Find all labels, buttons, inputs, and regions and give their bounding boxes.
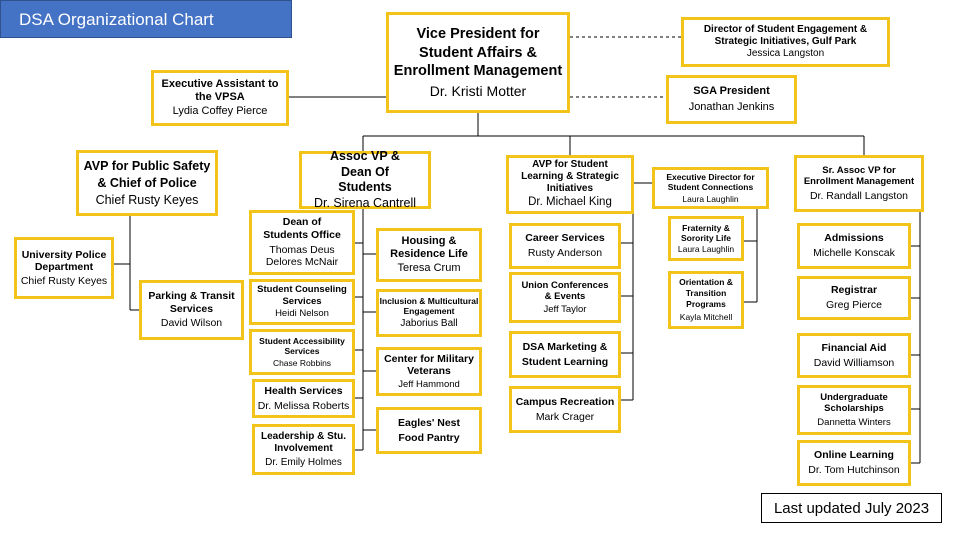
last-updated-label: Last updated July 2023 xyxy=(761,493,942,523)
online-learning-box: Online Learning Dr. Tom Hutchinson xyxy=(797,440,911,486)
admissions-box: Admissions Michelle Konscak xyxy=(797,223,911,269)
exec-assistant-title: Executive Assistant to the VPSA xyxy=(161,78,279,104)
registrar-box: Registrar Greg Pierce xyxy=(797,276,911,320)
dean-office-name: Thomas Deus xyxy=(269,243,335,256)
dsa-marketing-title: DSA Marketing & Student Learning xyxy=(521,340,609,368)
registrar-title: Registrar xyxy=(830,284,878,297)
inclusion-box: Inclusion & Multicultural Engagement Jab… xyxy=(376,289,482,337)
vp-name: Dr. Kristi Motter xyxy=(429,82,527,99)
pantry-box: Eagles' Nest Food Pantry xyxy=(376,407,482,454)
inclusion-title: Inclusion & Multicultural Engagement xyxy=(379,295,479,316)
avp-public-safety-title: AVP for Public Safety & Chief of Police xyxy=(83,158,211,190)
university-police-title: University Police Department xyxy=(21,248,107,274)
scholarships-name: Dannetta Winters xyxy=(817,416,891,428)
health-title: Health Services xyxy=(264,384,343,397)
recreation-box: Campus Recreation Mark Crager xyxy=(509,386,621,433)
exec-assistant-name: Lydia Coffey Pierce xyxy=(172,104,268,117)
housing-box: Housing & Residence Life Teresa Crum xyxy=(376,228,482,282)
assoc-vp-dean-box: Assoc VP & Dean Of Students Dr. Sirena C… xyxy=(299,149,431,210)
sr-assoc-vp-name: Dr. Randall Langston xyxy=(809,189,909,202)
recreation-name: Mark Crager xyxy=(535,410,595,423)
financial-aid-name: David Williamson xyxy=(813,356,895,369)
veterans-box: Center for Military Veterans Jeff Hammon… xyxy=(376,347,482,396)
housing-name: Teresa Crum xyxy=(397,262,461,275)
dean-office-name-2: Delores McNair xyxy=(265,256,339,269)
exec-assistant-box: Executive Assistant to the VPSA Lydia Co… xyxy=(151,70,289,126)
leadership-title: Leadership & Stu. Involvement xyxy=(260,430,346,454)
assoc-vp-dean-name: Dr. Sirena Cantrell xyxy=(313,195,417,210)
dean-office-title: Dean of Students Office xyxy=(263,216,341,241)
parking-transit-title: Parking & Transit Services xyxy=(148,290,235,315)
fraternity-title: Fraternity & Sorority Life xyxy=(680,222,732,243)
scholarships-title: Undergraduate Scholarships xyxy=(820,391,888,415)
veterans-title: Center for Military Veterans xyxy=(384,352,474,378)
online-learning-title: Online Learning xyxy=(814,449,894,462)
university-police-name: Chief Rusty Keyes xyxy=(20,274,108,287)
avp-learning-box: AVP for Student Learning & Strategic Ini… xyxy=(506,155,634,214)
vp-box: Vice President for Student Affairs & Enr… xyxy=(386,12,570,113)
veterans-name: Jeff Hammond xyxy=(398,378,460,390)
housing-title: Housing & Residence Life xyxy=(390,234,468,260)
exec-connections-name: Laura Laughlin xyxy=(682,193,739,204)
director-gulf-park-name: Jessica Langston xyxy=(746,48,825,59)
counseling-title: Student Counseling Services xyxy=(257,284,347,307)
online-learning-name: Dr. Tom Hutchinson xyxy=(808,464,900,476)
vp-title: Vice President for Student Affairs & Enr… xyxy=(393,26,563,79)
counseling-box: Student Counseling Services Heidi Nelson xyxy=(249,279,355,325)
scholarships-box: Undergraduate Scholarships Dannetta Wint… xyxy=(797,385,911,435)
parking-transit-name: David Wilson xyxy=(160,317,223,330)
union-title: Union Conferences & Events xyxy=(521,279,609,303)
fraternity-name: Laura Laughlin xyxy=(677,244,735,255)
leadership-name: Dr. Emily Holmes xyxy=(265,456,342,468)
dean-office-box: Dean of Students Office Thomas Deus Delo… xyxy=(249,210,355,275)
dsa-marketing-box: DSA Marketing & Student Learning xyxy=(509,331,621,378)
avp-learning-name: Dr. Michael King xyxy=(528,196,612,209)
orientation-name: Kayla Mitchell xyxy=(679,312,733,323)
sr-assoc-vp-title: Sr. Assoc VP for Enrollment Management xyxy=(803,164,915,188)
orientation-box: Orientation & Transition Programs Kayla … xyxy=(668,271,744,329)
sr-assoc-vp-box: Sr. Assoc VP for Enrollment Management D… xyxy=(794,155,924,212)
director-gulf-park-box: Director of Student Engagement & Strateg… xyxy=(681,17,890,67)
title-banner: DSA Organizational Chart xyxy=(0,0,292,38)
financial-aid-title: Financial Aid xyxy=(821,341,887,354)
fraternity-box: Fraternity & Sorority Life Laura Laughli… xyxy=(668,216,744,261)
admissions-title: Admissions xyxy=(824,232,884,245)
admissions-name: Michelle Konscak xyxy=(813,247,895,259)
health-box: Health Services Dr. Melissa Roberts xyxy=(252,379,355,418)
university-police-box: University Police Department Chief Rusty… xyxy=(14,237,114,299)
exec-connections-box: Executive Director for Student Connectio… xyxy=(652,167,769,209)
counseling-name: Heidi Nelson xyxy=(275,308,329,320)
career-title: Career Services xyxy=(525,232,605,245)
parking-transit-box: Parking & Transit Services David Wilson xyxy=(139,280,244,340)
pantry-title: Eagles' Nest Food Pantry xyxy=(397,417,461,444)
health-name: Dr. Melissa Roberts xyxy=(257,399,350,412)
sga-president-box: SGA President Jonathan Jenkins xyxy=(666,75,797,124)
page-title: DSA Organizational Chart xyxy=(19,10,214,29)
inclusion-name: Jaborius Ball xyxy=(400,318,458,330)
leadership-box: Leadership & Stu. Involvement Dr. Emily … xyxy=(252,424,355,475)
recreation-title: Campus Recreation xyxy=(515,395,615,408)
career-name: Rusty Anderson xyxy=(527,247,603,259)
sga-president-name: Jonathan Jenkins xyxy=(688,100,775,113)
accessibility-title: Student Accessibility Services xyxy=(259,336,345,357)
orientation-title: Orientation & Transition Programs xyxy=(679,277,733,310)
union-box: Union Conferences & Events Jeff Taylor xyxy=(509,272,621,323)
assoc-vp-dean-title: Assoc VP & Dean Of Students xyxy=(330,149,400,195)
registrar-name: Greg Pierce xyxy=(825,299,883,311)
avp-public-safety-box: AVP for Public Safety & Chief of Police … xyxy=(76,150,218,216)
avp-public-safety-name: Chief Rusty Keyes xyxy=(95,193,199,208)
accessibility-box: Student Accessibility Services Chase Rob… xyxy=(249,329,355,375)
union-name: Jeff Taylor xyxy=(543,303,587,315)
exec-connections-title: Executive Director for Student Connectio… xyxy=(666,172,755,193)
avp-learning-title: AVP for Student Learning & Strategic Ini… xyxy=(521,159,619,195)
accessibility-name: Chase Robbins xyxy=(272,357,332,368)
director-gulf-park-title: Director of Student Engagement & Strateg… xyxy=(703,24,868,47)
sga-president-title: SGA President xyxy=(693,85,770,98)
financial-aid-box: Financial Aid David Williamson xyxy=(797,333,911,378)
career-box: Career Services Rusty Anderson xyxy=(509,223,621,269)
